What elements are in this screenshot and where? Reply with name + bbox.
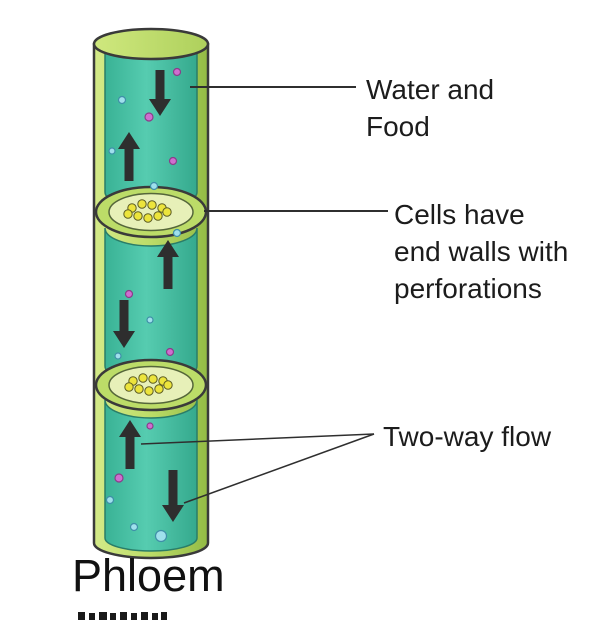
sap-particles xyxy=(105,67,182,543)
sap-particle-magenta xyxy=(124,289,134,299)
sap-particle-magenta xyxy=(114,473,124,483)
sap-particle-cyan xyxy=(149,181,159,191)
sap-particle-magenta xyxy=(172,67,182,77)
sap-particle-cyan xyxy=(146,316,154,324)
up-arrow-icon xyxy=(119,420,141,469)
sap-particle-magenta xyxy=(146,422,154,430)
leader-line-two-way-lower xyxy=(183,433,375,504)
up-arrow-icon xyxy=(157,240,179,289)
sieve-plate-lower xyxy=(94,358,208,412)
down-arrow-icon xyxy=(113,300,135,348)
leader-lines xyxy=(140,86,388,504)
sieve-plate-upper xyxy=(94,185,208,239)
sap-particle-magenta xyxy=(165,347,175,357)
sap-particle-cyan xyxy=(154,529,168,543)
down-arrow-icon xyxy=(149,70,171,116)
two-way-flow-label: Two-way flow xyxy=(383,421,552,452)
sap-particle-cyan xyxy=(114,352,122,360)
sap-particle-cyan xyxy=(105,495,115,505)
perforations-lower xyxy=(124,373,173,396)
cylinder-top-cap xyxy=(92,27,210,61)
leader-line-two-way-upper xyxy=(140,433,375,445)
sap-particle-magenta xyxy=(168,156,178,166)
phloem-title: Phloem xyxy=(72,550,225,601)
end-walls-perforations-label: Cells have end walls with perforations xyxy=(394,199,569,304)
perforations-upper xyxy=(123,199,172,223)
sap-particle-cyan xyxy=(172,228,182,238)
sap-particle-cyan xyxy=(129,522,139,532)
flow-arrows xyxy=(113,70,184,522)
up-arrow-icon xyxy=(118,132,140,181)
down-arrow-icon xyxy=(162,470,184,522)
cropped-text-fragment xyxy=(78,612,167,620)
sap-particle-magenta xyxy=(144,112,154,122)
water-and-food-label: Water and Food xyxy=(366,74,495,142)
sap-particle-cyan xyxy=(108,147,116,155)
sap-particle-cyan xyxy=(117,95,127,105)
